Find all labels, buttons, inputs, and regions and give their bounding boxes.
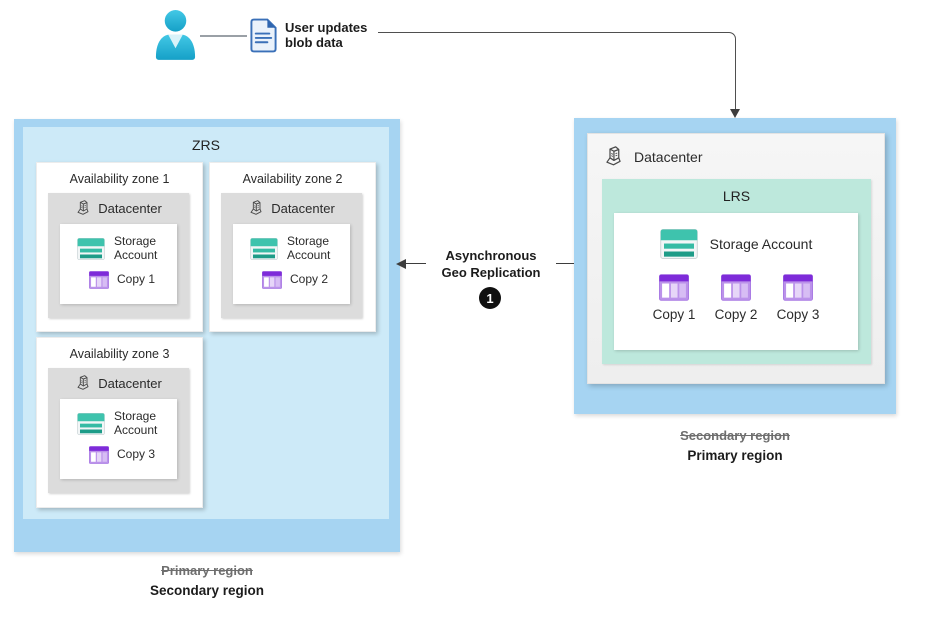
availability-zone-3-card: Availability zone 3 — [36, 337, 203, 508]
availability-zone-1-card: Availability zone 1 — [36, 162, 203, 332]
replication-label-line2: Geo Replication — [441, 264, 541, 280]
down-arrowhead-icon — [730, 109, 740, 118]
copy-label: Copy 2 — [714, 307, 758, 322]
datacenter-icon — [75, 199, 91, 217]
storage-account-icon — [250, 237, 278, 260]
datacenter-icon — [603, 145, 624, 168]
zone-title: Availability zone 1 — [69, 172, 170, 186]
datacenter-box: Datacenter LRS Storage — [587, 133, 885, 384]
left-arrowhead-icon — [396, 259, 406, 269]
update-flow-connector — [378, 32, 736, 111]
zone-title: Availability zone 3 — [69, 347, 170, 361]
zrs-title: ZRS — [192, 137, 220, 153]
zone-title: Availability zone 2 — [242, 172, 343, 186]
user-icon — [153, 9, 198, 60]
copy-icon — [262, 271, 282, 289]
storage-account-icon — [77, 237, 105, 260]
copy-item: Copy 2 — [708, 274, 764, 322]
replication-label-line1: Asynchronous — [445, 248, 537, 263]
user-action-label: User updates blob data — [285, 20, 368, 50]
availability-zone-2-card: Availability zone 2 — [209, 162, 376, 332]
blob-document-icon — [249, 17, 278, 54]
replication-label: Asynchronous Geo Replication — [426, 246, 556, 283]
copy-item: Copy 1 — [646, 274, 702, 322]
right-caption-bold: Primary region — [687, 448, 783, 463]
datacenter-icon — [75, 374, 91, 392]
zrs-container: ZRS Availability zone 1 — [23, 127, 389, 519]
storage-account-icon — [77, 412, 105, 435]
datacenter-label: Datacenter — [634, 148, 703, 165]
user-to-doc-line — [200, 35, 247, 37]
storage-box: Storage Account — [233, 224, 350, 304]
step-1-badge: 1 — [479, 287, 501, 309]
copy-icon — [783, 274, 813, 301]
copy-icon — [89, 446, 109, 464]
lrs-container: LRS Storage Account — [602, 179, 871, 364]
copy-label: Copy 2 — [290, 272, 329, 287]
secondary-region-box: ZRS Availability zone 1 — [14, 119, 400, 552]
right-caption-struck: Secondary region — [680, 428, 790, 443]
left-caption-bold: Secondary region — [149, 583, 265, 598]
copy-label: Copy 3 — [776, 307, 820, 322]
datacenter-box: Datacenter — [221, 193, 362, 318]
storage-box: Storage Account — [60, 224, 177, 304]
copy-label: Copy 1 — [652, 307, 696, 322]
datacenter-label: Datacenter — [98, 200, 162, 216]
storage-account-label: Storage Account — [114, 234, 158, 262]
storage-box: Storage Account — [614, 213, 858, 350]
copy-item: Copy 3 — [770, 274, 826, 322]
storage-account-label: Storage Account — [114, 409, 158, 437]
storage-account-label: Storage Account — [287, 234, 331, 262]
datacenter-box: Datacenter — [48, 193, 189, 318]
right-region-caption: Secondary region Primary region — [574, 428, 896, 463]
datacenter-label: Datacenter — [98, 375, 162, 391]
storage-account-icon — [659, 229, 698, 259]
copy-icon — [659, 274, 689, 301]
copy-label: Copy 3 — [117, 447, 156, 462]
datacenter-box: Datacenter — [48, 368, 189, 493]
lrs-title: LRS — [722, 188, 751, 204]
datacenter-icon — [248, 199, 264, 217]
storage-box: Storage Account — [60, 399, 177, 479]
copy-icon — [89, 271, 109, 289]
left-caption-struck: Primary region — [161, 563, 253, 578]
copy-label: Copy 1 — [117, 272, 156, 287]
storage-account-label: Storage Account — [709, 236, 813, 252]
left-region-caption: Primary region Secondary region — [14, 563, 400, 598]
primary-region-box: Datacenter LRS Storage — [574, 118, 896, 414]
copy-icon — [721, 274, 751, 301]
datacenter-label: Datacenter — [271, 200, 335, 216]
